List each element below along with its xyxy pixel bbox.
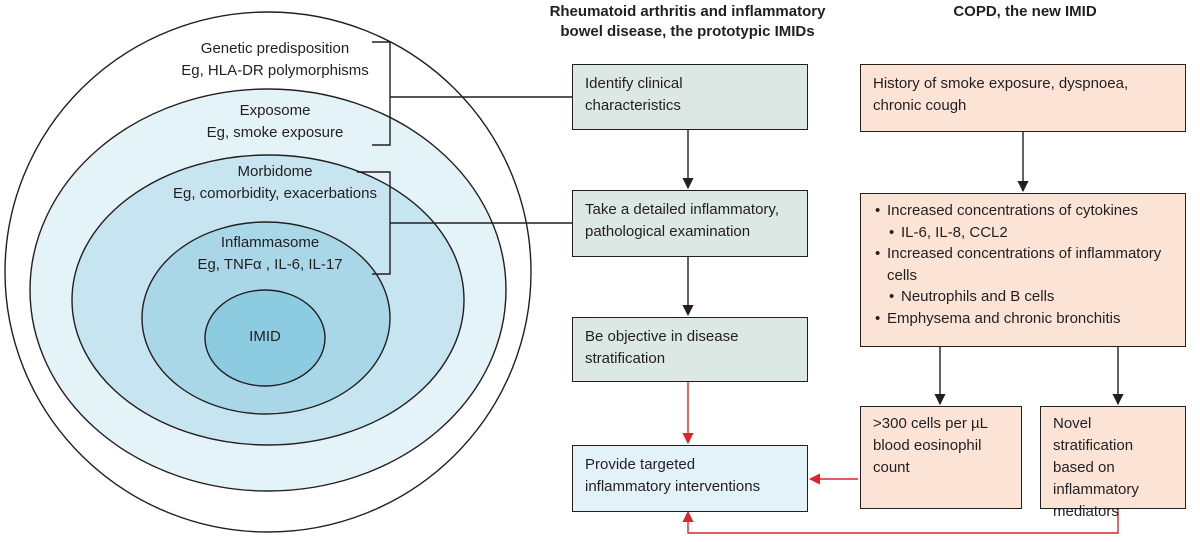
exposome-title: Exposome <box>239 102 311 119</box>
step-targeted-interventions: Provide targeted inflammatory interventi… <box>572 445 808 512</box>
exposome-label: Exposome Eg, smoke exposure <box>175 100 375 144</box>
inflammasome-title: Inflammasome <box>220 234 320 251</box>
imid-core-label: IMID <box>249 328 281 345</box>
genetic-example: Eg, HLA-DR polymorphisms <box>181 62 369 79</box>
morbidome-example: Eg, comorbidity, exacerbations <box>173 185 377 202</box>
copd-history-box: History of smoke exposure, dyspnoea, chr… <box>860 64 1186 132</box>
finding-cell-types: Neutrophils and B cells <box>873 286 1173 308</box>
copd-findings-box: Increased concentrations of cytokines IL… <box>860 193 1186 347</box>
history-line1: History of smoke exposure, dyspnoea, <box>873 75 1129 92</box>
eosinophil-line1: >300 cells per µL <box>873 415 988 432</box>
finding-inflammatory-cells: Increased concentrations of inflammatory <box>873 243 1173 265</box>
bracket-upper <box>372 41 391 146</box>
finding-cytokine-list: IL-6, IL-8, CCL2 <box>873 222 1173 244</box>
inflammasome-label: Inflammasome Eg, TNFα , IL-6, IL-17 <box>170 232 370 276</box>
exposome-example: Eg, smoke exposure <box>206 124 344 141</box>
history-line2: chronic cough <box>873 97 967 114</box>
genetic-label: Genetic predisposition Eg, HLA-DR polymo… <box>165 38 385 82</box>
copd-novel-stratification-box: Novel stratification based on inflammato… <box>1040 406 1186 520</box>
step-objective-stratification: Be objective in disease stratification <box>572 317 808 382</box>
step4-line1: Provide targeted <box>585 456 696 473</box>
ring-imid <box>204 289 326 387</box>
morbidome-label: Morbidome Eg, comorbidity, exacerbations <box>150 161 400 205</box>
step3-line2: stratification <box>585 350 666 367</box>
arrow-novel-to-step4 <box>682 509 1119 534</box>
finding-inflammatory-cells-cont: cells <box>887 266 918 284</box>
ra-heading-line1: Rheumatoid arthritis and inflammatory <box>549 3 826 20</box>
step-detailed-examination: Take a detailed inflammatory, pathologic… <box>572 190 808 257</box>
step1-line1: Identify clinical <box>585 75 683 92</box>
copd-eosinophil-box: >300 cells per µL blood eosinophil count <box>860 406 1022 509</box>
genetic-title: Genetic predisposition <box>200 40 350 57</box>
inflammasome-example: Eg, TNFα , IL-6, IL-17 <box>197 256 343 273</box>
eosinophil-line3: count <box>873 459 910 476</box>
step3-line1: Be objective in disease <box>585 328 739 345</box>
novel-line4: mediators <box>1053 503 1119 520</box>
step2-line1: Take a detailed inflammatory, <box>585 201 779 218</box>
finding-emphysema: Emphysema and chronic bronchitis <box>873 308 1173 330</box>
novel-line2: based on <box>1053 459 1115 476</box>
step4-line2: inflammatory interventions <box>585 478 761 495</box>
novel-line1: Novel stratification <box>1053 415 1134 454</box>
morbidome-title: Morbidome <box>237 163 313 180</box>
eosinophil-line2: blood eosinophil <box>873 437 982 454</box>
novel-line3: inflammatory <box>1053 481 1139 498</box>
step1-line2: characteristics <box>585 97 681 114</box>
ra-heading-line2: bowel disease, the prototypic IMIDs <box>560 23 815 40</box>
findings-list: Increased concentrations of cytokines IL… <box>873 200 1173 329</box>
step2-line2: pathological examination <box>585 223 751 240</box>
step-identify-clinical: Identify clinical characteristics <box>572 64 808 130</box>
ra-column-heading: Rheumatoid arthritis and inflammatory bo… <box>515 2 860 42</box>
finding-cytokines: Increased concentrations of cytokines <box>873 200 1173 222</box>
copd-column-heading: COPD, the new IMID <box>953 3 1097 20</box>
